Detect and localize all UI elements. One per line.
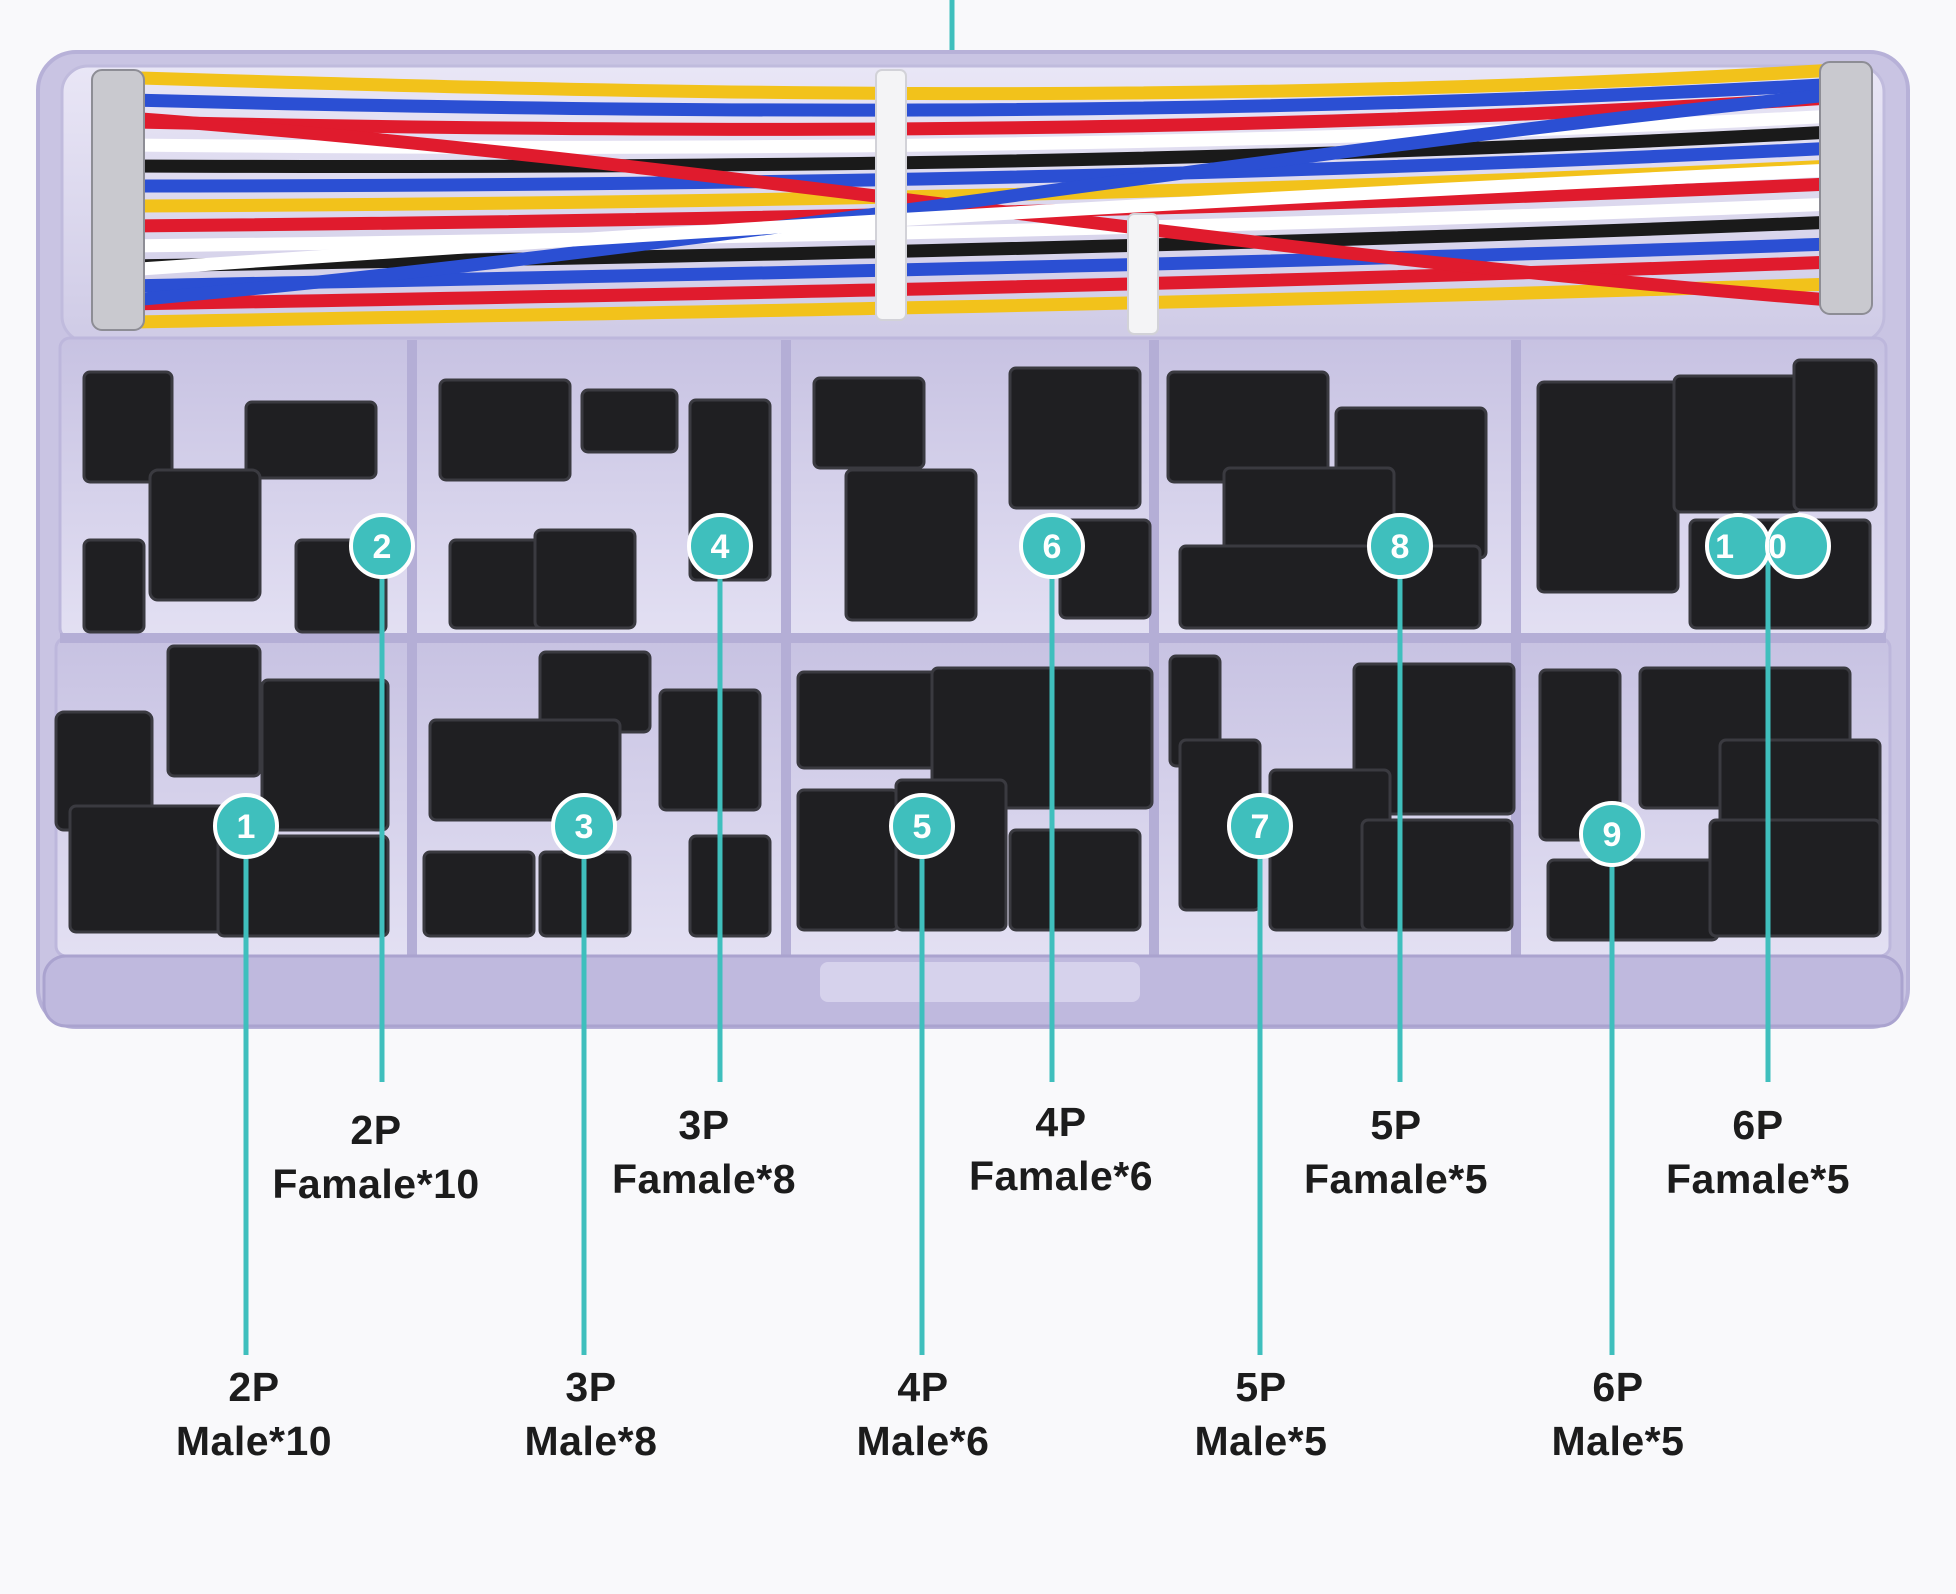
callout-label-3: 3P Male*8 bbox=[441, 1360, 741, 1468]
callout-label-4: 3P Famale*8 bbox=[554, 1098, 854, 1206]
badge-9: 9 bbox=[1579, 801, 1645, 867]
wire-bundle bbox=[118, 63, 1847, 329]
callout-size: 5P bbox=[1370, 1102, 1422, 1148]
badge-2: 2 bbox=[349, 513, 415, 579]
badge-4: 4 bbox=[687, 513, 753, 579]
callout-type: Male*6 bbox=[856, 1418, 990, 1464]
callout-type: Famale*6 bbox=[968, 1153, 1154, 1199]
number-badges: 1 2 3 4 5 6 7 8 9 10 bbox=[213, 513, 1831, 867]
callout-type: Male*5 bbox=[1551, 1418, 1685, 1464]
callout-label-5: 4P Male*6 bbox=[773, 1360, 1073, 1468]
badge-1: 1 bbox=[213, 793, 279, 859]
callout-size: 3P bbox=[678, 1102, 730, 1148]
badge-10: 10 bbox=[1705, 513, 1831, 579]
badge-6: 6 bbox=[1019, 513, 1085, 579]
callout-size: 3P bbox=[565, 1364, 617, 1410]
callout-label-8: 5P Famale*5 bbox=[1246, 1098, 1546, 1206]
badge-number: 2 bbox=[373, 528, 392, 566]
callout-size: 5P bbox=[1235, 1364, 1287, 1410]
callout-type: Famale*10 bbox=[272, 1161, 480, 1207]
callout-type: Famale*5 bbox=[1303, 1156, 1489, 1202]
callout-label-9: 6P Male*5 bbox=[1468, 1360, 1768, 1468]
badge-3: 3 bbox=[551, 793, 617, 859]
callout-label-2: 2P Famale*10 bbox=[226, 1103, 526, 1211]
badge-number: 6 bbox=[1043, 528, 1062, 566]
callout-type: Male*8 bbox=[524, 1418, 658, 1464]
callout-size: 4P bbox=[897, 1364, 949, 1410]
callout-size: 4P bbox=[1035, 1099, 1087, 1145]
callout-type: Male*5 bbox=[1194, 1418, 1328, 1464]
cable-ties bbox=[875, 69, 1159, 335]
badge-number: 1 bbox=[237, 808, 256, 846]
crimp-terminals bbox=[91, 61, 1873, 331]
callout-size: 6P bbox=[1732, 1102, 1784, 1148]
callout-label-6: 4P Famale*6 bbox=[911, 1095, 1211, 1203]
badge-number: 9 bbox=[1603, 816, 1622, 854]
callout-label-7: 5P Male*5 bbox=[1111, 1360, 1411, 1468]
badge-number: 7 bbox=[1251, 808, 1270, 846]
callout-type: Famale*5 bbox=[1665, 1156, 1851, 1202]
callout-type: Male*10 bbox=[175, 1418, 333, 1464]
badge-number: 5 bbox=[913, 808, 932, 846]
badge-number: 10 bbox=[1715, 528, 1821, 566]
badge-8: 8 bbox=[1367, 513, 1433, 579]
callout-type: Famale*8 bbox=[611, 1156, 797, 1202]
callout-label-1: 2P Male*10 bbox=[104, 1360, 404, 1468]
callout-size: 2P bbox=[228, 1364, 280, 1410]
badge-number: 8 bbox=[1391, 528, 1410, 566]
callout-label-10: 6P Famale*5 bbox=[1608, 1098, 1908, 1206]
badge-5: 5 bbox=[889, 793, 955, 859]
badge-7: 7 bbox=[1227, 793, 1293, 859]
leader-lines bbox=[243, 546, 1771, 1355]
callout-size: 2P bbox=[350, 1107, 402, 1153]
callout-size: 6P bbox=[1592, 1364, 1644, 1410]
badge-number: 3 bbox=[575, 808, 594, 846]
badge-number: 4 bbox=[711, 528, 730, 566]
